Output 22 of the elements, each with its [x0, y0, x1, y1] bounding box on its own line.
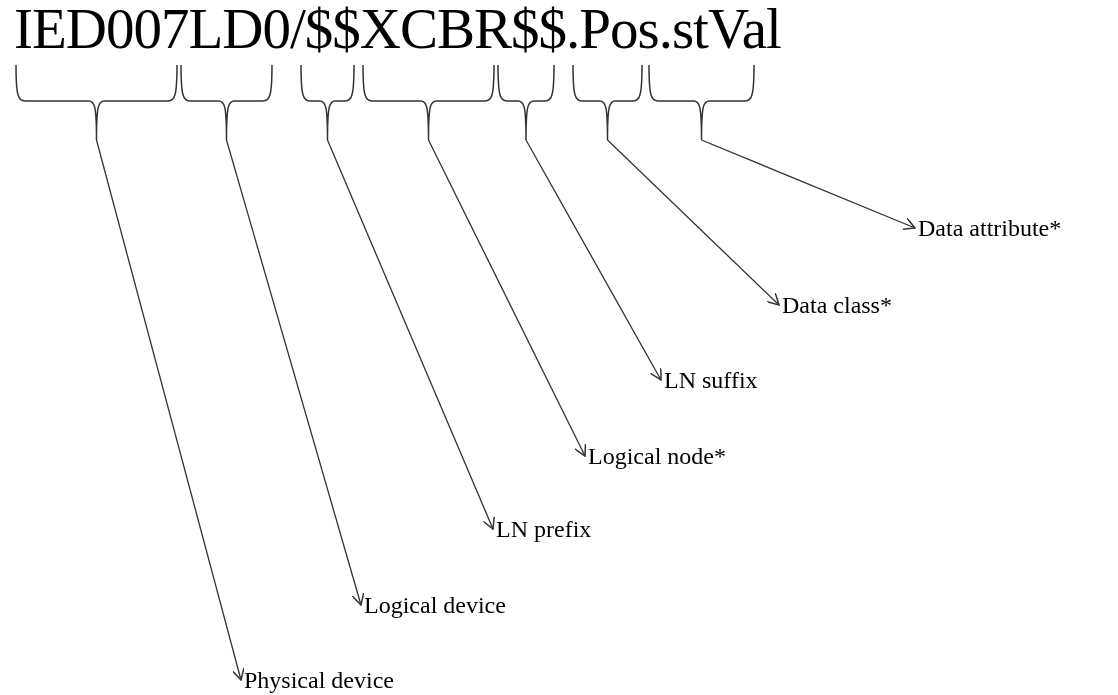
- identifier-text: IED007LD0/$$XCBR$$.Pos.stVal: [14, 0, 781, 62]
- leader-arrow: [225, 139, 365, 606]
- part-label: Logical node*: [588, 442, 726, 470]
- curly-brace: [362, 65, 495, 140]
- curly-brace: [15, 65, 178, 140]
- leader-arrow: [525, 139, 662, 381]
- leader-arrow: [700, 139, 916, 231]
- curly-brace: [180, 65, 273, 140]
- curly-brace: [497, 65, 555, 140]
- part-label: LN suffix: [664, 366, 758, 394]
- part-label: LN prefix: [496, 515, 592, 543]
- leader-arrow: [95, 139, 245, 681]
- part-label: Physical device: [244, 666, 394, 694]
- curly-brace: [300, 65, 355, 140]
- leader-arrow: [326, 139, 495, 530]
- part-label: Logical device: [364, 591, 506, 619]
- curly-brace: [648, 65, 755, 140]
- part-label: Data attribute*: [918, 214, 1062, 242]
- curly-brace: [572, 65, 643, 140]
- leader-arrow: [427, 139, 587, 457]
- leader-arrow: [606, 139, 780, 306]
- part-label: Data class*: [782, 291, 892, 319]
